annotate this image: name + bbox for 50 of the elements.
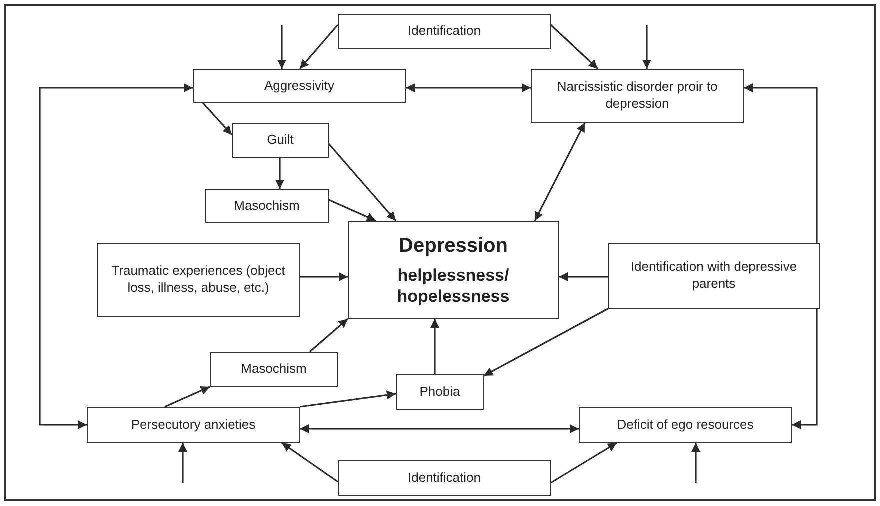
- node-label: Masochism: [241, 361, 307, 378]
- process-box: [205, 189, 329, 223]
- process-box: [97, 243, 300, 317]
- arrow: [550, 24, 599, 70]
- node-title: Depression: [399, 234, 508, 259]
- arrow: [559, 272, 608, 282]
- process-box: [232, 123, 329, 158]
- process-box: [338, 460, 551, 496]
- arrow: [39, 84, 193, 430]
- process-box: [338, 14, 551, 49]
- node-label: Guilt: [267, 132, 294, 149]
- process-box: [396, 374, 484, 410]
- node-label: Phobia: [420, 384, 460, 400]
- arrow: [278, 25, 286, 69]
- process-box: [531, 69, 744, 123]
- arrow: [309, 318, 349, 353]
- node-label: Narcissistic disorder proir to depression: [556, 79, 719, 113]
- arrow: [276, 158, 284, 189]
- process-box: [210, 352, 338, 387]
- arrow: [164, 386, 210, 408]
- arrow: [642, 25, 652, 69]
- node-label: Aggressivity: [264, 78, 335, 94]
- arrow: [178, 443, 188, 483]
- arrow: [406, 84, 531, 92]
- arrow: [484, 308, 608, 377]
- arrow: [300, 390, 396, 408]
- arrow: [328, 199, 376, 222]
- process-box: [608, 243, 820, 309]
- node-label: Deficit of ego resources: [617, 416, 754, 434]
- arrow: [202, 102, 233, 136]
- node-label: Identification: [408, 470, 481, 486]
- node-subtitle: helplessness/ hopelessness: [396, 264, 511, 308]
- process-box: [579, 407, 792, 443]
- arrow: [282, 442, 338, 483]
- arrow: [299, 24, 339, 70]
- arrow: [300, 272, 348, 282]
- node-label: Traumatic experiences (object loss, illness, abuse, etc.): [110, 263, 286, 297]
- arrow: [328, 143, 397, 222]
- arrow: [692, 443, 700, 483]
- node-label: Identification: [408, 23, 481, 40]
- node-label: Masochism: [234, 198, 300, 214]
- arrow: [430, 319, 440, 374]
- arrow: [300, 424, 579, 434]
- node-label: Identification with depressive parents: [630, 259, 798, 293]
- node-label: Persecutory anxieties: [131, 416, 256, 434]
- process-box: [348, 221, 559, 319]
- process-box: [87, 407, 300, 443]
- arrow: [534, 122, 586, 222]
- process-box: [193, 69, 406, 103]
- arrow: [550, 442, 618, 484]
